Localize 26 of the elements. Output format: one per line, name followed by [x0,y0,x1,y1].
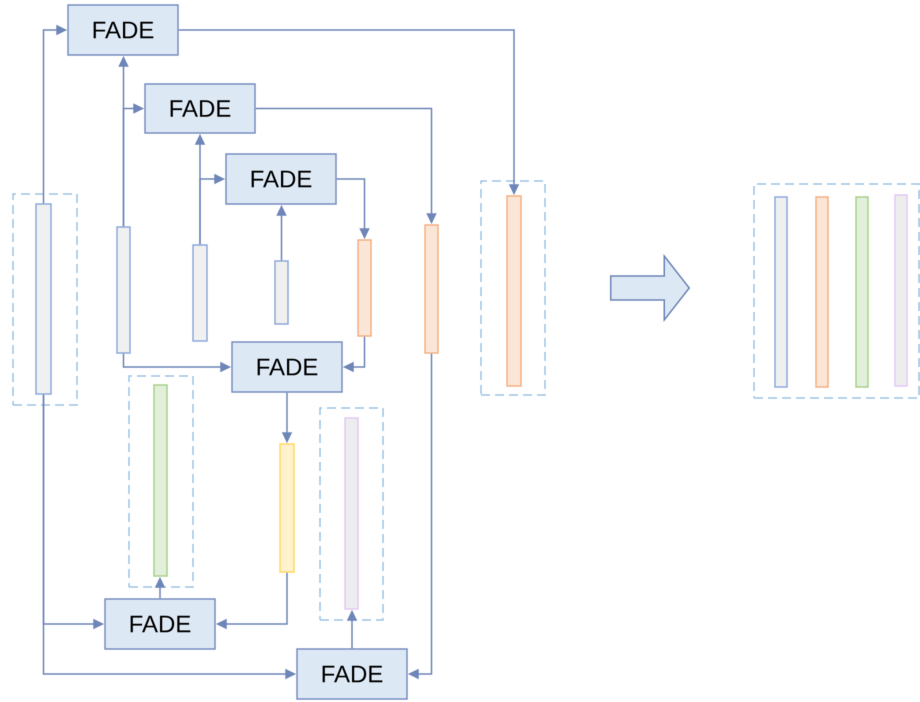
fade-box: FADE [67,4,179,56]
dashed-group-box [480,180,546,396]
bar [774,196,788,388]
fade-box: FADE [296,648,408,700]
block-arrow [610,254,690,322]
bar [506,195,522,387]
fade-box: FADE [225,153,337,205]
dashed-group-box [128,375,194,588]
bar [279,443,295,573]
bar [344,417,359,610]
bar [815,196,829,388]
fade-box: FADE [144,83,256,134]
bar [424,224,439,354]
bar [35,203,52,395]
bar [116,226,131,354]
bar [894,194,908,387]
bar [192,244,208,342]
dashed-group-box [319,407,384,621]
bar [274,260,289,325]
bar [855,196,869,388]
fade-box: FADE [231,341,343,393]
fade-box: FADE [104,598,216,650]
dashed-group-box [753,183,920,399]
bar [357,239,372,337]
dashed-group-box [12,193,78,406]
bar [153,384,168,577]
